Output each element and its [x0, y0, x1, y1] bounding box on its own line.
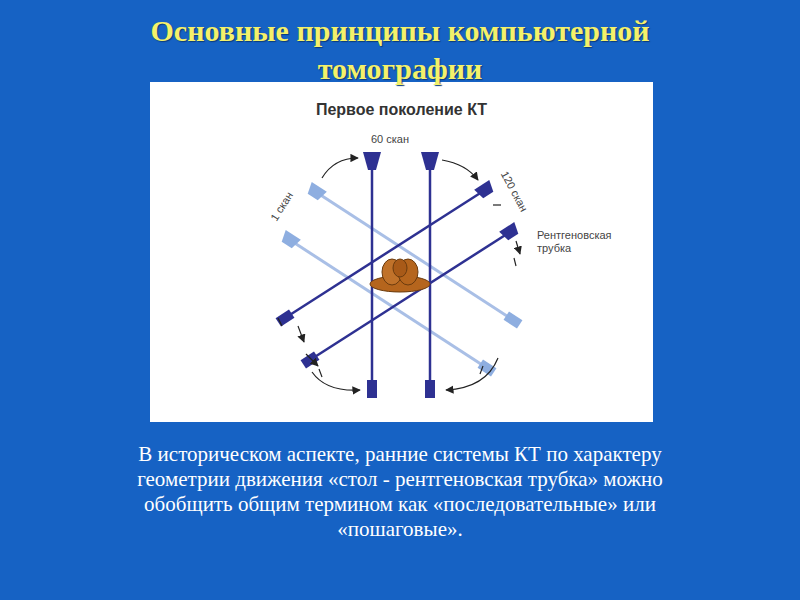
drawing-part [480, 366, 483, 374]
scan-60-beams [372, 162, 430, 390]
drawing-part [290, 240, 487, 368]
drawing-part [442, 160, 478, 180]
drawing-part [421, 152, 439, 170]
scan-60-tubes [363, 152, 439, 398]
scan-120-beams [285, 190, 510, 360]
drawing-part [429, 162, 432, 390]
diagram-heading: Первое поколение КТ [150, 101, 653, 119]
drawing-part [363, 152, 381, 170]
white-panel [150, 82, 653, 422]
drawing-part [278, 318, 282, 326]
drawing-part [499, 222, 521, 242]
tube-label: Рентгеновская трубка [537, 229, 645, 255]
slide-title: Основные принципы компьютерной томографи… [100, 12, 700, 88]
drawing-part [319, 369, 322, 377]
drawing-part [425, 380, 435, 398]
drawing-part [367, 380, 377, 398]
scan-120-tubes [276, 180, 521, 368]
scan-1-beams [290, 192, 513, 368]
drawing-part [493, 204, 501, 205]
drawing-part [279, 230, 301, 250]
drawing-part [516, 241, 520, 254]
slide-caption: В историческом аспекте, ранние системы К… [105, 442, 695, 542]
drawing-part [279, 230, 301, 250]
drawing-part [285, 190, 485, 318]
drawing-part [276, 309, 295, 326]
drawing-part [499, 222, 521, 242]
motion-arrows [298, 158, 520, 390]
drawing-part [298, 326, 304, 342]
scan-label: 60 скан [371, 133, 409, 146]
drawing-part [276, 309, 295, 326]
drawing-part [371, 162, 374, 390]
drawing-part [301, 351, 320, 368]
drawing-part [474, 180, 496, 200]
scan-1-tubes [279, 182, 522, 376]
drawing-part [306, 354, 318, 366]
patient-head [370, 259, 430, 292]
drawing-part [474, 180, 496, 200]
drawing-part [504, 311, 523, 328]
step-ticks [278, 205, 516, 377]
drawing-part [305, 182, 327, 202]
drawing-part [504, 311, 523, 328]
drawing-part [316, 192, 513, 320]
drawing-part [312, 372, 360, 390]
drawing-part [322, 158, 358, 178]
drawing-part [446, 358, 498, 390]
drawing-part [305, 182, 327, 202]
drawing-part [310, 232, 510, 360]
drawing-part [393, 259, 407, 277]
drawing-part [301, 351, 320, 368]
drawing-part [514, 258, 516, 266]
